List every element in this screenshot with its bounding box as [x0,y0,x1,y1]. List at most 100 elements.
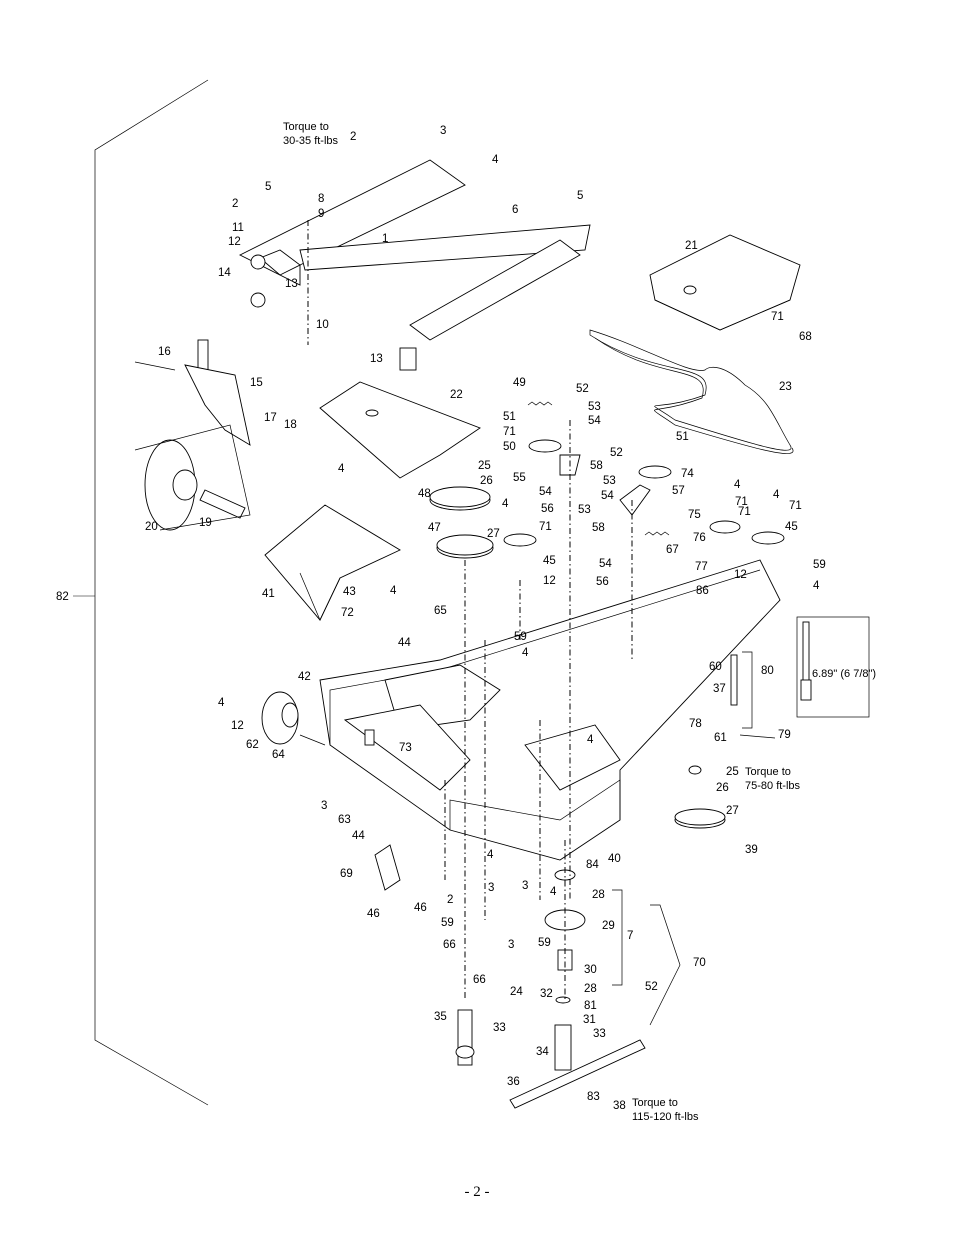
callout-33: 33 [493,1022,506,1034]
callout-51: 51 [676,431,689,443]
callout-65: 65 [434,605,447,617]
callout-29: 29 [602,920,615,932]
callout-54: 54 [599,558,612,570]
callout-21: 21 [685,240,698,252]
callout-53: 53 [603,475,616,487]
callout-44: 44 [398,637,411,649]
callout-27: 27 [487,528,500,540]
callout-47: 47 [428,522,441,534]
callout-19: 19 [199,517,212,529]
callout-50: 50 [503,441,516,453]
group-brackets [612,651,753,1026]
drive-belt [589,329,794,454]
callout-28: 28 [584,983,597,995]
callout-68: 68 [799,331,812,343]
callout-3: 3 [321,800,327,812]
callout-48: 48 [418,488,431,500]
callout-43: 43 [343,586,356,598]
callout-32: 32 [540,988,553,1000]
callout-31: 31 [583,1014,596,1026]
callout-4: 4 [390,585,397,597]
callout-4: 4 [502,498,509,510]
callout-13: 13 [370,353,383,365]
callout-5: 5 [265,181,271,193]
callout-41: 41 [262,588,275,600]
callout-10: 10 [316,319,329,331]
callout-66: 66 [473,974,486,986]
callout-2: 2 [232,198,238,210]
torque-note-deck-frame: Torque to 30-35 ft-lbs [283,121,339,147]
callout-7: 7 [627,930,633,942]
callout-54: 54 [539,486,552,498]
callout-11: 11 [232,222,244,234]
callout-5: 5 [577,190,583,202]
callout-1: 1 [382,233,388,245]
callout-71: 71 [771,311,784,323]
callout-38: 38 [613,1100,626,1112]
callout-84: 84 [586,859,599,871]
callout-39: 39 [745,844,758,856]
callout-71: 71 [789,500,802,512]
callout-26: 26 [480,475,493,487]
callout-16: 16 [158,346,171,358]
svg-text:115-120 ft-lbs: 115-120 ft-lbs [632,1111,699,1123]
callout-3: 3 [440,125,446,137]
callout-26: 26 [716,782,729,794]
callout-36: 36 [507,1076,520,1088]
callout-74: 74 [681,468,694,480]
torque-note-blade: Torque to 115-120 ft-lbs [632,1097,699,1123]
callout-56: 56 [541,503,554,515]
callout-75: 75 [688,509,701,521]
callout-25: 25 [478,460,491,472]
callout-34: 34 [536,1046,549,1058]
callout-61: 61 [714,732,727,744]
gauge-wheel [261,691,326,746]
callout-79: 79 [778,729,791,741]
callout-45: 45 [785,521,798,533]
callout-58: 58 [592,522,605,534]
callout-86: 86 [696,585,709,597]
callout-4: 4 [773,489,780,501]
callout-18: 18 [284,419,297,431]
callout-20: 20 [145,521,158,533]
callout-30: 30 [584,964,597,976]
callout-60: 60 [709,661,722,673]
callout-53: 53 [588,401,601,413]
callout-13: 13 [285,278,298,290]
callout-33: 33 [593,1028,606,1040]
callout-6: 6 [512,204,518,216]
callout-3: 3 [522,880,528,892]
callout-2: 2 [447,894,453,906]
callout-52: 52 [576,383,589,395]
callout-62: 62 [246,739,259,751]
callout-27: 27 [726,805,739,817]
callout-4: 4 [487,849,494,861]
callout-12: 12 [228,236,241,248]
callout-labels: 2 3 4 5 2 8 9 11 12 14 13 1 5 6 10 13 16… [56,125,826,1112]
callout-73: 73 [399,742,412,754]
callout-44: 44 [352,830,365,842]
pulley-group [429,401,785,829]
callout-40: 40 [608,853,621,865]
callout-4: 4 [492,154,499,166]
callout-63: 63 [338,814,351,826]
callout-4: 4 [550,886,557,898]
svg-text:30-35 ft-lbs: 30-35 ft-lbs [283,135,339,147]
belt-cover [649,234,801,331]
callout-4: 4 [338,463,345,475]
callout-4: 4 [522,647,529,659]
callout-69: 69 [340,868,353,880]
callout-77: 77 [695,561,708,573]
callout-71: 71 [539,521,552,533]
spindle-assembly [455,869,646,1109]
callout-17: 17 [264,412,277,424]
callout-4: 4 [734,479,741,491]
discharge-chute [264,504,401,621]
page-number: - 2 - [464,1184,490,1200]
callout-59: 59 [514,631,527,643]
callout-28: 28 [592,889,605,901]
center-lines [444,420,633,1000]
callout-8: 8 [318,193,324,205]
svg-text:Torque to: Torque to [283,121,329,133]
callout-71: 71 [738,506,751,518]
